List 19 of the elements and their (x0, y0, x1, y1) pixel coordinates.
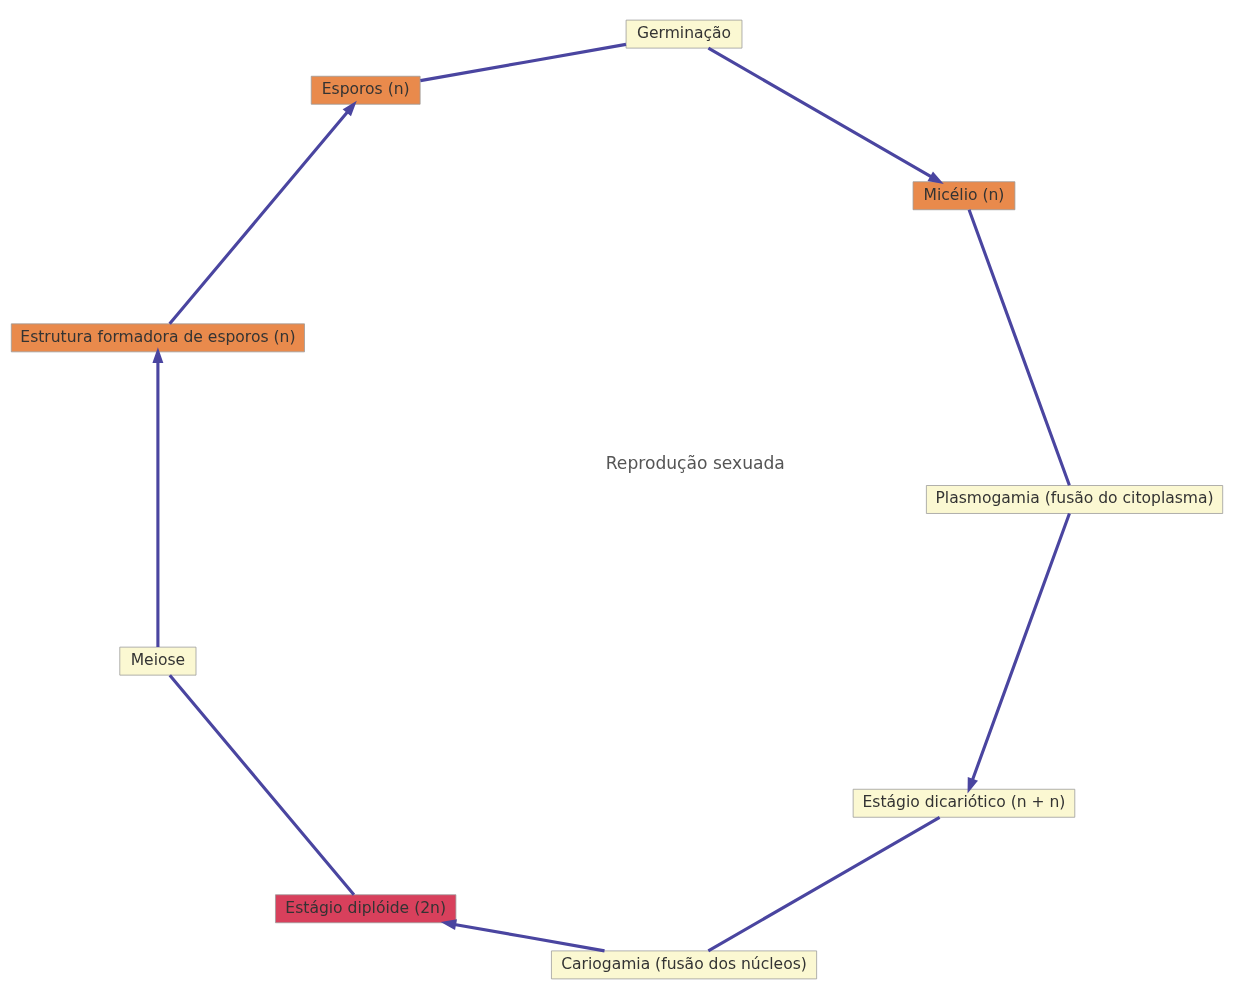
connector (967, 209, 1071, 486)
connector (707, 815, 941, 953)
connector (168, 674, 356, 896)
node-box: Estrutura formadora de esporos (n) (10, 323, 305, 353)
node-box: Germinação (625, 19, 743, 49)
arrow (168, 100, 357, 325)
label: Reprodução sexuada (605, 452, 785, 473)
connector (420, 42, 627, 83)
node-box: Micélio (n) (912, 181, 1016, 211)
node-box: Estágio dicariótico (n + n) (852, 788, 1076, 818)
node-box: Estágio diplóide (2n) (275, 894, 457, 924)
arrow (152, 347, 164, 648)
node-box: Esporos (n) (310, 75, 421, 105)
arrow (707, 46, 944, 185)
node-box: Cariogamia (fusão dos núcleos) (551, 950, 818, 980)
arrow (440, 919, 605, 953)
node-box: Plasmogamia (fusão do citoplasma) (926, 485, 1224, 514)
arrow (967, 513, 1071, 794)
node-box: Meiose (119, 646, 197, 676)
